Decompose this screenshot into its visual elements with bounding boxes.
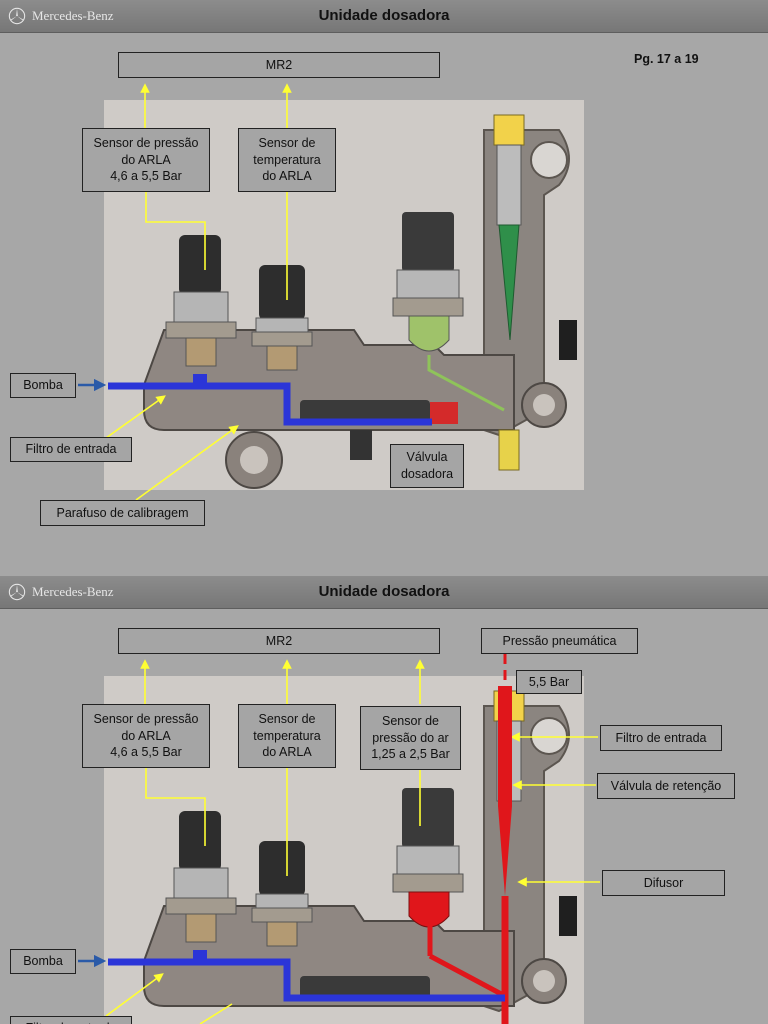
difusor-label: Difusor [602, 870, 725, 896]
valvula-retencao-label: Válvula de retenção [597, 773, 735, 799]
sensor-pressao-label: Sensor de pressão do ARLA 4,6 a 5,5 Bar [82, 704, 210, 768]
pressure-5-5-bar-label: 5,5 Bar [516, 670, 582, 694]
mr2-box: MR2 [118, 52, 440, 78]
parafuso-calibragem-label: Parafuso de calibragem [40, 500, 205, 526]
pressao-pneumatica-box: Pressão pneumática [481, 628, 638, 654]
title-bar: Mercedes-Benz Unidade dosadora [0, 576, 768, 609]
valvula-dosadora-label: Válvula dosadora [390, 444, 464, 488]
sensor-pressao-ar-label: Sensor de pressão do ar 1,25 a 2,5 Bar [360, 706, 461, 770]
slide-2: Mercedes-Benz Unidade dosadora [0, 576, 768, 1024]
sensor-temperatura-label: Sensor de temperatura do ARLA [238, 128, 336, 192]
sensor-pressao-label: Sensor de pressão do ARLA 4,6 a 5,5 Bar [82, 128, 210, 192]
slide-title: Unidade dosadora [0, 7, 768, 24]
slide-1: Mercedes-Benz Unidade dosadora Pg. 17 a … [0, 0, 768, 576]
title-bar: Mercedes-Benz Unidade dosadora [0, 0, 768, 33]
filtro-entrada-label: Filtro de entrada [10, 437, 132, 462]
sensor-temperatura-label: Sensor de temperatura do ARLA [238, 704, 336, 768]
bomba-label: Bomba [10, 949, 76, 974]
page-reference: Pg. 17 a 19 [634, 52, 699, 66]
bomba-label: Bomba [10, 373, 76, 398]
filtro-entrada-label: Filtro de entrada [10, 1016, 132, 1024]
filtro-entrada-right-label: Filtro de entrada [600, 725, 722, 751]
slide-title: Unidade dosadora [0, 583, 768, 600]
mr2-box: MR2 [118, 628, 440, 654]
